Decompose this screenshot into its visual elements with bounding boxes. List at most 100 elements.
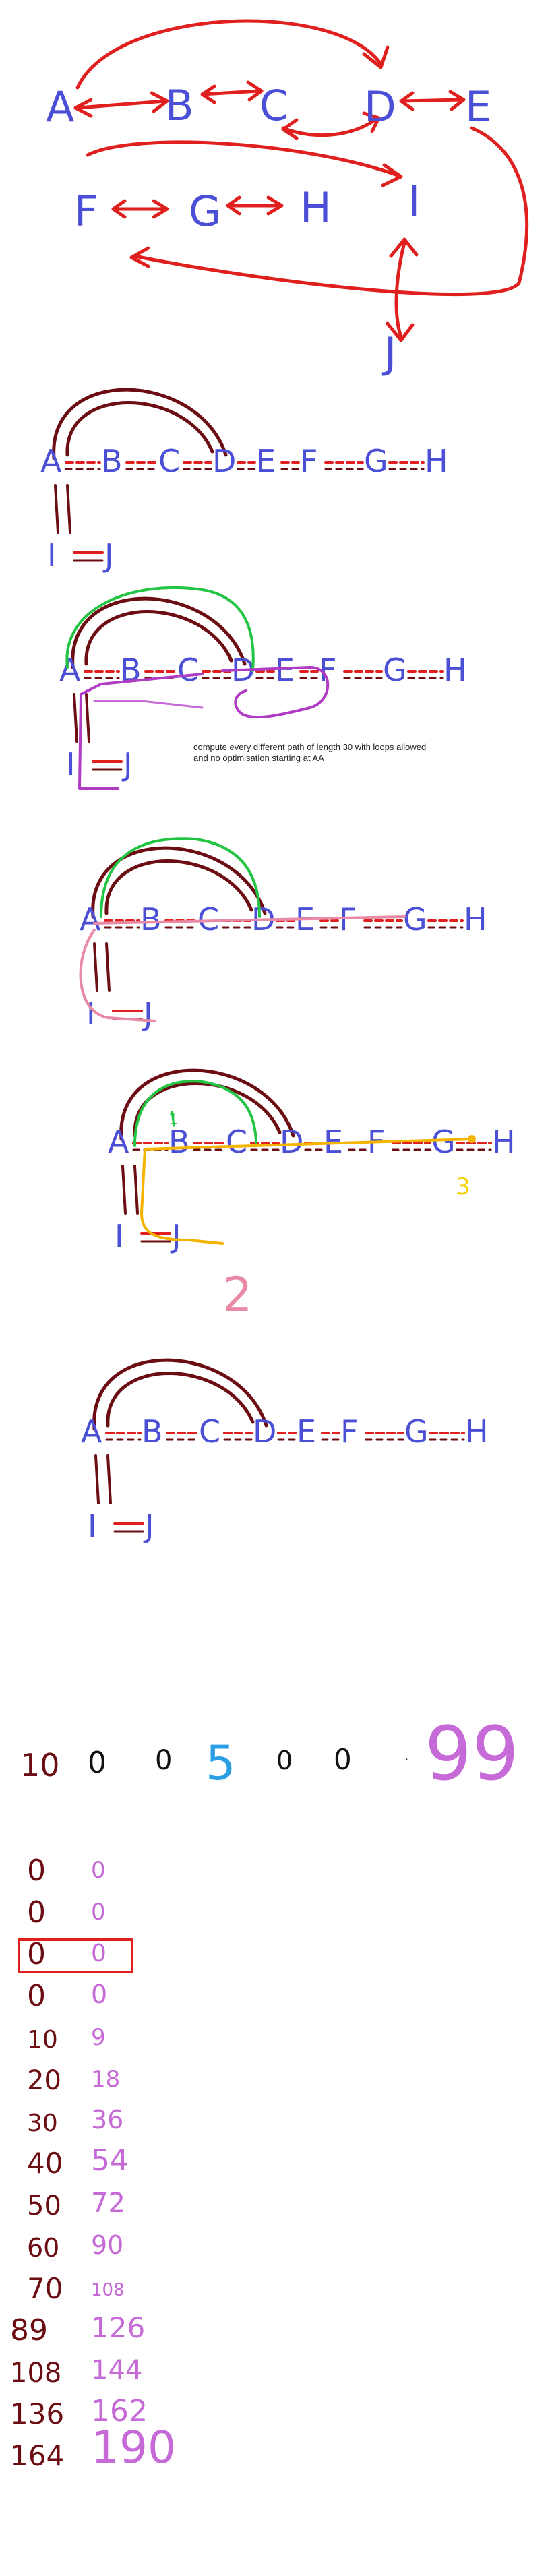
row-3-overlays xyxy=(79,837,406,1022)
table-right-cell: 18 xyxy=(91,2066,120,2093)
chain-node-j: J xyxy=(121,746,133,783)
chain-node-d: D xyxy=(253,1413,276,1450)
number-0-d: 0 xyxy=(334,1743,352,1776)
arc-inner xyxy=(84,610,233,666)
chain-node-c: C xyxy=(199,1413,220,1450)
arrow-e-to-i xyxy=(129,126,528,297)
note-line-1: compute every different path of length 3… xyxy=(193,742,426,752)
chain-node-a: A xyxy=(59,652,81,688)
table-left-cell: 50 xyxy=(27,2190,61,2221)
green-tick-row-4 xyxy=(171,1111,175,1127)
chain-node-j: J xyxy=(170,1218,181,1254)
salmon-path-row-3 xyxy=(79,915,406,1022)
arrow-i-j xyxy=(386,237,419,342)
number-dot: . xyxy=(404,1748,408,1764)
table-left-cell: 136 xyxy=(10,2397,64,2430)
arrow-a-b xyxy=(73,91,169,118)
table-right-cell: 0 xyxy=(91,1899,106,1926)
graph-1-nodes: A B C D E F G H I J xyxy=(46,81,491,377)
chain-node-d: D xyxy=(212,443,236,479)
chain-node-b: B xyxy=(101,443,123,479)
instruction-note: compute every different path of length 3… xyxy=(193,742,426,763)
chain-node-a: A xyxy=(40,443,62,479)
chain-node-c: C xyxy=(158,443,180,479)
table-left-cell: 0 xyxy=(27,1979,46,2013)
table-right-cell: 144 xyxy=(91,2355,142,2386)
table-left-cell: 89 xyxy=(10,2313,48,2348)
table-left-cell: 0 xyxy=(27,1853,46,1888)
table-left-cell: 10 xyxy=(27,2026,58,2054)
chain-node-b: B xyxy=(142,1413,163,1450)
green-loop-row-4 xyxy=(133,1080,257,1147)
node-b: B xyxy=(165,81,194,130)
a-i-link-1 xyxy=(93,942,98,992)
annotation-two: 2 xyxy=(222,1267,253,1322)
arc-outer xyxy=(92,1358,268,1431)
table-left-cell: 40 xyxy=(27,2147,63,2180)
purple-path-row-2-a xyxy=(221,666,330,719)
node-e: E xyxy=(465,82,491,131)
table-left-cell: 60 xyxy=(27,2233,59,2263)
a-i-link-2 xyxy=(85,693,90,743)
arrow-c-d xyxy=(281,111,381,140)
chain-node-f: F xyxy=(340,1413,358,1450)
node-c: C xyxy=(259,81,288,130)
chain-node-g: G xyxy=(383,652,407,688)
table-left-cell: 108 xyxy=(10,2358,61,2389)
chain-node-i: I xyxy=(115,1218,124,1254)
arrow-d-e xyxy=(399,90,466,111)
chain-node-g: G xyxy=(431,1124,456,1160)
arc-outer xyxy=(52,388,228,460)
table-left-cell: 164 xyxy=(10,2439,64,2472)
table-right-cell: 9 xyxy=(91,2024,106,2051)
chain-node-g: G xyxy=(404,1413,429,1450)
arrow-g-h xyxy=(226,195,284,216)
arrow-a-to-i xyxy=(86,140,403,187)
table-right-cell: 0 xyxy=(91,1857,106,1884)
chain-node-e: E xyxy=(275,652,295,688)
a-i-link-1 xyxy=(121,1165,127,1215)
number-99: 99 xyxy=(425,1711,519,1797)
chain-node-f: F xyxy=(300,443,317,479)
number-row: 10 0 0 5 0 0 . 99 xyxy=(20,1711,519,1797)
number-0-b: 0 xyxy=(155,1745,172,1776)
chain-node-b: B xyxy=(140,901,162,938)
a-i-link-2 xyxy=(133,1165,139,1215)
table-right-cell: 36 xyxy=(91,2105,123,2135)
chain-node-d: D xyxy=(280,1124,303,1160)
chain-node-g: G xyxy=(364,443,388,479)
chain-node-c: C xyxy=(177,652,199,688)
row-4-annotations: 1 3 2 xyxy=(169,1111,470,1322)
number-0-a: 0 xyxy=(88,1746,106,1780)
arc-outer xyxy=(119,1068,295,1141)
orange-endpoint-row-4 xyxy=(468,1135,476,1143)
arrow-b-c xyxy=(200,80,264,104)
arc-outer xyxy=(71,596,247,669)
arc-inner xyxy=(104,859,253,915)
table-right-cell: 190 xyxy=(91,2422,176,2474)
table-left-cell: 0 xyxy=(27,1937,46,1971)
pink-path-row-2 xyxy=(93,700,204,709)
green-loop-row-2 xyxy=(65,586,255,672)
chain-node-h: H xyxy=(465,1413,489,1450)
chain-node-i: I xyxy=(88,1508,97,1544)
chain-node-h: H xyxy=(444,652,467,688)
purple-path-row-2-b xyxy=(78,673,204,790)
a-i-link-2 xyxy=(105,942,111,992)
chain-node-j: J xyxy=(142,995,153,1032)
graph-1: A B C D E F G H I J xyxy=(46,19,528,377)
table-right-cell: 108 xyxy=(91,2280,125,2300)
a-i-link-2 xyxy=(106,1454,112,1504)
table-left-cell: 70 xyxy=(27,2272,63,2305)
chain-node-b: B xyxy=(169,1124,190,1160)
table-right-cell: 0 xyxy=(91,1980,107,2009)
row-2-overlays xyxy=(65,586,330,790)
chain-node-a: A xyxy=(81,1413,102,1450)
green-loop-row-3 xyxy=(100,837,261,918)
orange-path-row-4 xyxy=(140,1138,473,1245)
number-10: 10 xyxy=(20,1747,60,1783)
